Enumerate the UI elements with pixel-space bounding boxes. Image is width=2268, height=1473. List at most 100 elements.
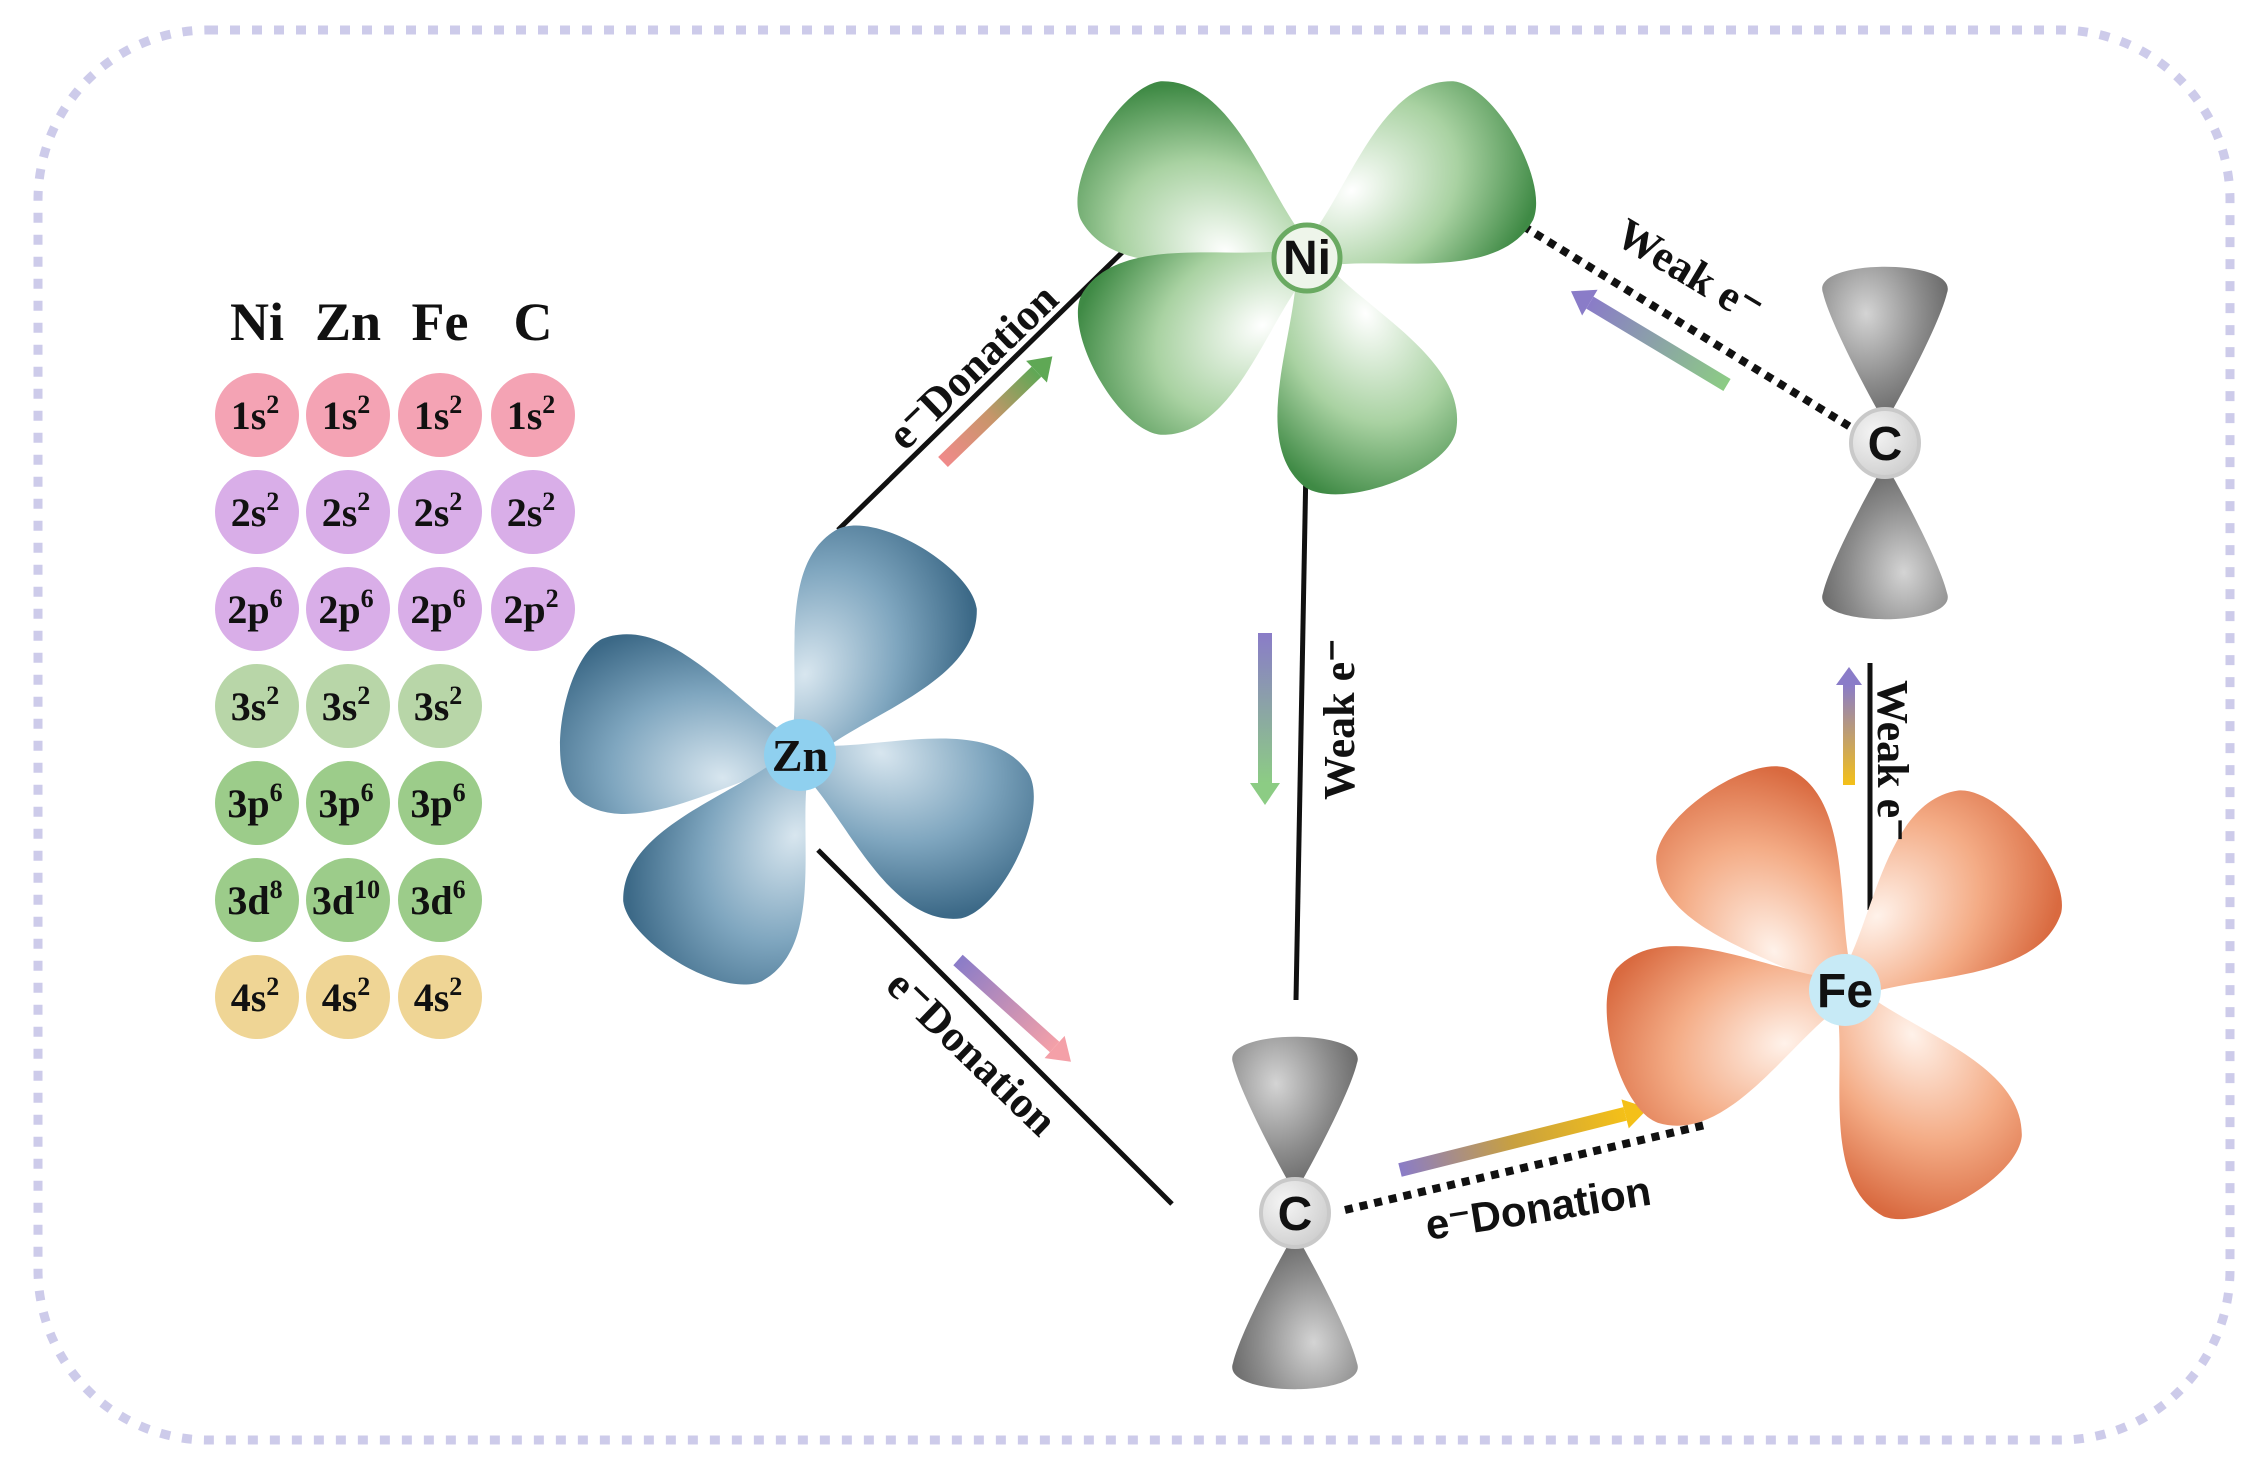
fe-atom: Fe: [1589, 741, 2088, 1244]
config-cell-label: 3p6: [318, 778, 373, 826]
config-cell-bubble: [306, 567, 390, 651]
config-cell-bubble: [306, 373, 390, 457]
config-cell-bubble: [215, 858, 299, 942]
dotted-frame: [33, 25, 2235, 1445]
config-cell-label: 3s2: [322, 681, 371, 729]
config-cell-bubble: [398, 567, 482, 651]
label-c-ni-weak: Weak e⁻: [1608, 209, 1772, 334]
config-cell: 2s2: [215, 470, 299, 554]
config-cell-label: 3d6: [410, 875, 465, 923]
config-header-ni: Ni: [230, 292, 284, 352]
config-cell-label: 2p6: [410, 584, 465, 632]
config-cell: 2s2: [306, 470, 390, 554]
config-cell: 3d6: [398, 858, 482, 942]
config-cell-bubble: [398, 664, 482, 748]
config-cell-label: 1s2: [322, 390, 371, 438]
c-label-right: C: [1868, 418, 1903, 471]
config-cell: 3s2: [306, 664, 390, 748]
config-cell: 3d8: [215, 858, 299, 942]
config-cell: 1s2: [215, 373, 299, 457]
config-cell: 1s2: [398, 373, 482, 457]
config-cell: 2p6: [306, 567, 390, 651]
electron-configuration-table: Ni Zn Fe C 1s2 2s2 2p6 3s2 3p6 3d8 4s2 1s2 2s2 2p6 3s…: [215, 292, 575, 1039]
c-core-bottom: [1259, 1177, 1331, 1249]
config-cell-bubble: [491, 567, 575, 651]
config-cell-label: 1s2: [231, 390, 280, 438]
arrow-zn-to-c: [953, 954, 1071, 1062]
config-cell-label: 2p6: [227, 584, 282, 632]
config-cell-bubble: [306, 664, 390, 748]
config-cell-bubble: [398, 470, 482, 554]
config-cell-label: 3p6: [227, 778, 282, 826]
config-cell-bubble: [398, 761, 482, 845]
line-zn-c: [816, 848, 1174, 1206]
config-cell-bubble: [398, 955, 482, 1039]
config-cell-bubble: [215, 373, 299, 457]
label-fe-c-weak: Weak e⁻: [1868, 680, 1917, 841]
label-ni-c-weak: Weak e⁻: [1315, 639, 1364, 800]
config-cell-label: 4s2: [414, 972, 463, 1020]
config-cell-label: 3s2: [414, 681, 463, 729]
fe-label: Fe: [1817, 965, 1873, 1018]
label-zn-c-donation: e⁻Donation: [877, 960, 1067, 1146]
config-cell: 4s2: [306, 955, 390, 1039]
line-ni-c: [1293, 464, 1309, 1001]
config-cell-label: 4s2: [231, 972, 280, 1020]
config-cell: 2s2: [398, 470, 482, 554]
fe-core: [1809, 954, 1881, 1026]
config-cell-bubble: [306, 470, 390, 554]
config-cell-label: 2s2: [231, 487, 280, 535]
config-cell: 1s2: [491, 373, 575, 457]
config-header-c: C: [514, 292, 553, 352]
config-cell-bubble: [215, 955, 299, 1039]
config-cell-label: 3s2: [231, 681, 280, 729]
config-cell-bubble: [215, 470, 299, 554]
config-cell-bubble: [306, 955, 390, 1039]
config-cell-bubble: [491, 373, 575, 457]
label-c-fe-donation: e⁻Donation: [1422, 1167, 1654, 1249]
config-cell-bubble: [215, 664, 299, 748]
config-cell-bubble: [306, 858, 390, 942]
config-cell-bubble: [398, 858, 482, 942]
config-cell-label: 1s2: [507, 390, 556, 438]
ni-core: [1271, 222, 1343, 294]
arrow-zn-to-ni: [938, 356, 1053, 468]
config-cell: 1s2: [306, 373, 390, 457]
config-cell: 2p2: [491, 567, 575, 651]
config-cell: 3p6: [306, 761, 390, 845]
config-cell-label: 4s2: [322, 972, 371, 1020]
config-header-zn: Zn: [315, 292, 381, 352]
ni-atom: Ni: [1053, 59, 1561, 515]
config-cell-label: 3d8: [227, 875, 282, 923]
config-cell-bubble: [215, 567, 299, 651]
zn-atom: Zn: [547, 501, 1057, 1009]
config-cell: 4s2: [215, 955, 299, 1039]
config-cell-label: 2s2: [507, 487, 556, 535]
config-cell-label: 2p2: [503, 584, 558, 632]
dotted-line-ni-c: [1507, 214, 1855, 432]
config-cell-bubble: [398, 373, 482, 457]
config-cell: 3s2: [398, 664, 482, 748]
zn-label: Zn: [772, 730, 828, 781]
config-cell: 3d10: [306, 858, 390, 942]
dotted-line-c-fe: [1344, 1121, 1706, 1214]
bond-lines: [816, 214, 1873, 1214]
arrows: [938, 289, 1862, 1177]
config-cell-label: 2s2: [414, 487, 463, 535]
config-header-fe: Fe: [412, 292, 469, 352]
config-cell-label: 3d10: [312, 875, 380, 923]
config-cell-label: 1s2: [414, 390, 463, 438]
config-cell: 3s2: [215, 664, 299, 748]
arrow-c-to-ni: [1570, 289, 1731, 392]
c-atom-bottom: C: [1232, 1036, 1358, 1390]
zn-core: [764, 719, 836, 791]
config-cell-bubble: [215, 761, 299, 845]
config-cell-bubble: [306, 761, 390, 845]
ni-label: Ni: [1283, 232, 1331, 285]
c-atom-right: C: [1822, 266, 1948, 620]
config-cell-bubble: [491, 470, 575, 554]
config-cell: 3p6: [398, 761, 482, 845]
config-cell: 2s2: [491, 470, 575, 554]
config-cell: 2p6: [215, 567, 299, 651]
